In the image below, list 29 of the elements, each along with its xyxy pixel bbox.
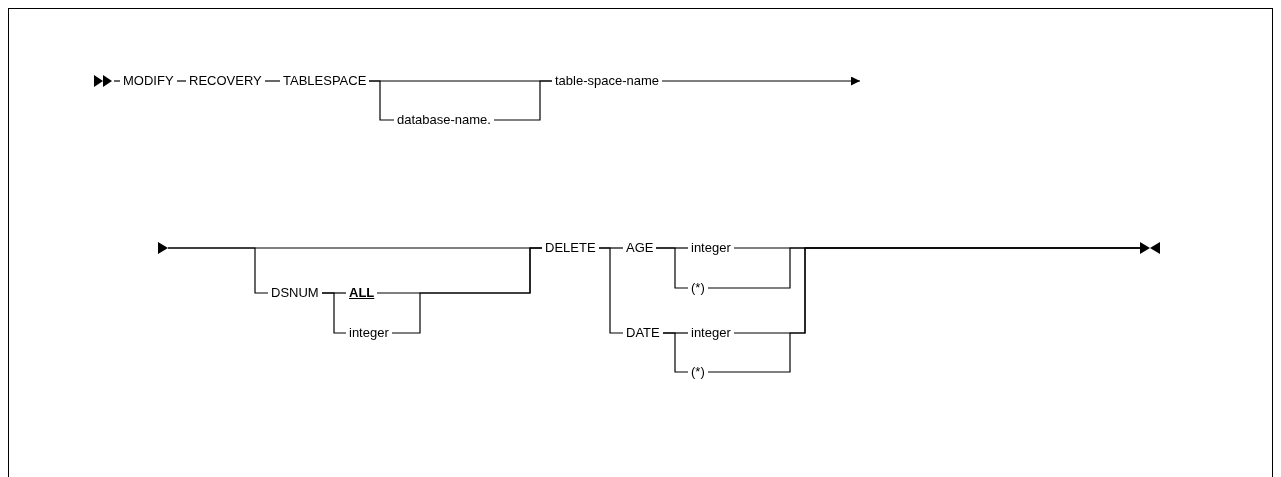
connector-line	[655, 247, 689, 289]
connector-line	[391, 247, 543, 334]
syntax-keyword: (*)	[688, 364, 708, 380]
syntax-keyword: RECOVERY	[186, 73, 265, 89]
connector-line	[662, 332, 689, 373]
syntax-keyword: (*)	[688, 280, 708, 296]
connector-line	[264, 80, 281, 82]
start-marker	[158, 242, 168, 254]
connector-line	[321, 292, 347, 334]
connector-line	[493, 80, 553, 121]
syntax-keyword: AGE	[623, 240, 657, 256]
syntax-keyword: DATE	[623, 325, 663, 341]
syntax-keyword: MODIFY	[120, 73, 177, 89]
default-keyword: ALL	[346, 285, 378, 301]
syntax-keyword: TABLESPACE	[280, 73, 370, 89]
connector-line	[176, 80, 187, 82]
connector-line	[598, 247, 624, 334]
syntax-keyword: integer	[688, 240, 734, 256]
connector-line	[113, 80, 121, 82]
syntax-keyword: table-space-name	[552, 73, 663, 89]
start-marker	[94, 75, 114, 87]
syntax-keyword: database-name.	[394, 112, 494, 128]
syntax-keyword: DSNUM	[268, 285, 322, 301]
syntax-keyword: DELETE	[542, 240, 599, 256]
connector-line	[707, 247, 1141, 373]
end-marker	[1140, 242, 1160, 254]
arrow	[661, 76, 861, 86]
syntax-keyword: integer	[346, 325, 392, 341]
syntax-keyword: integer	[688, 325, 734, 341]
